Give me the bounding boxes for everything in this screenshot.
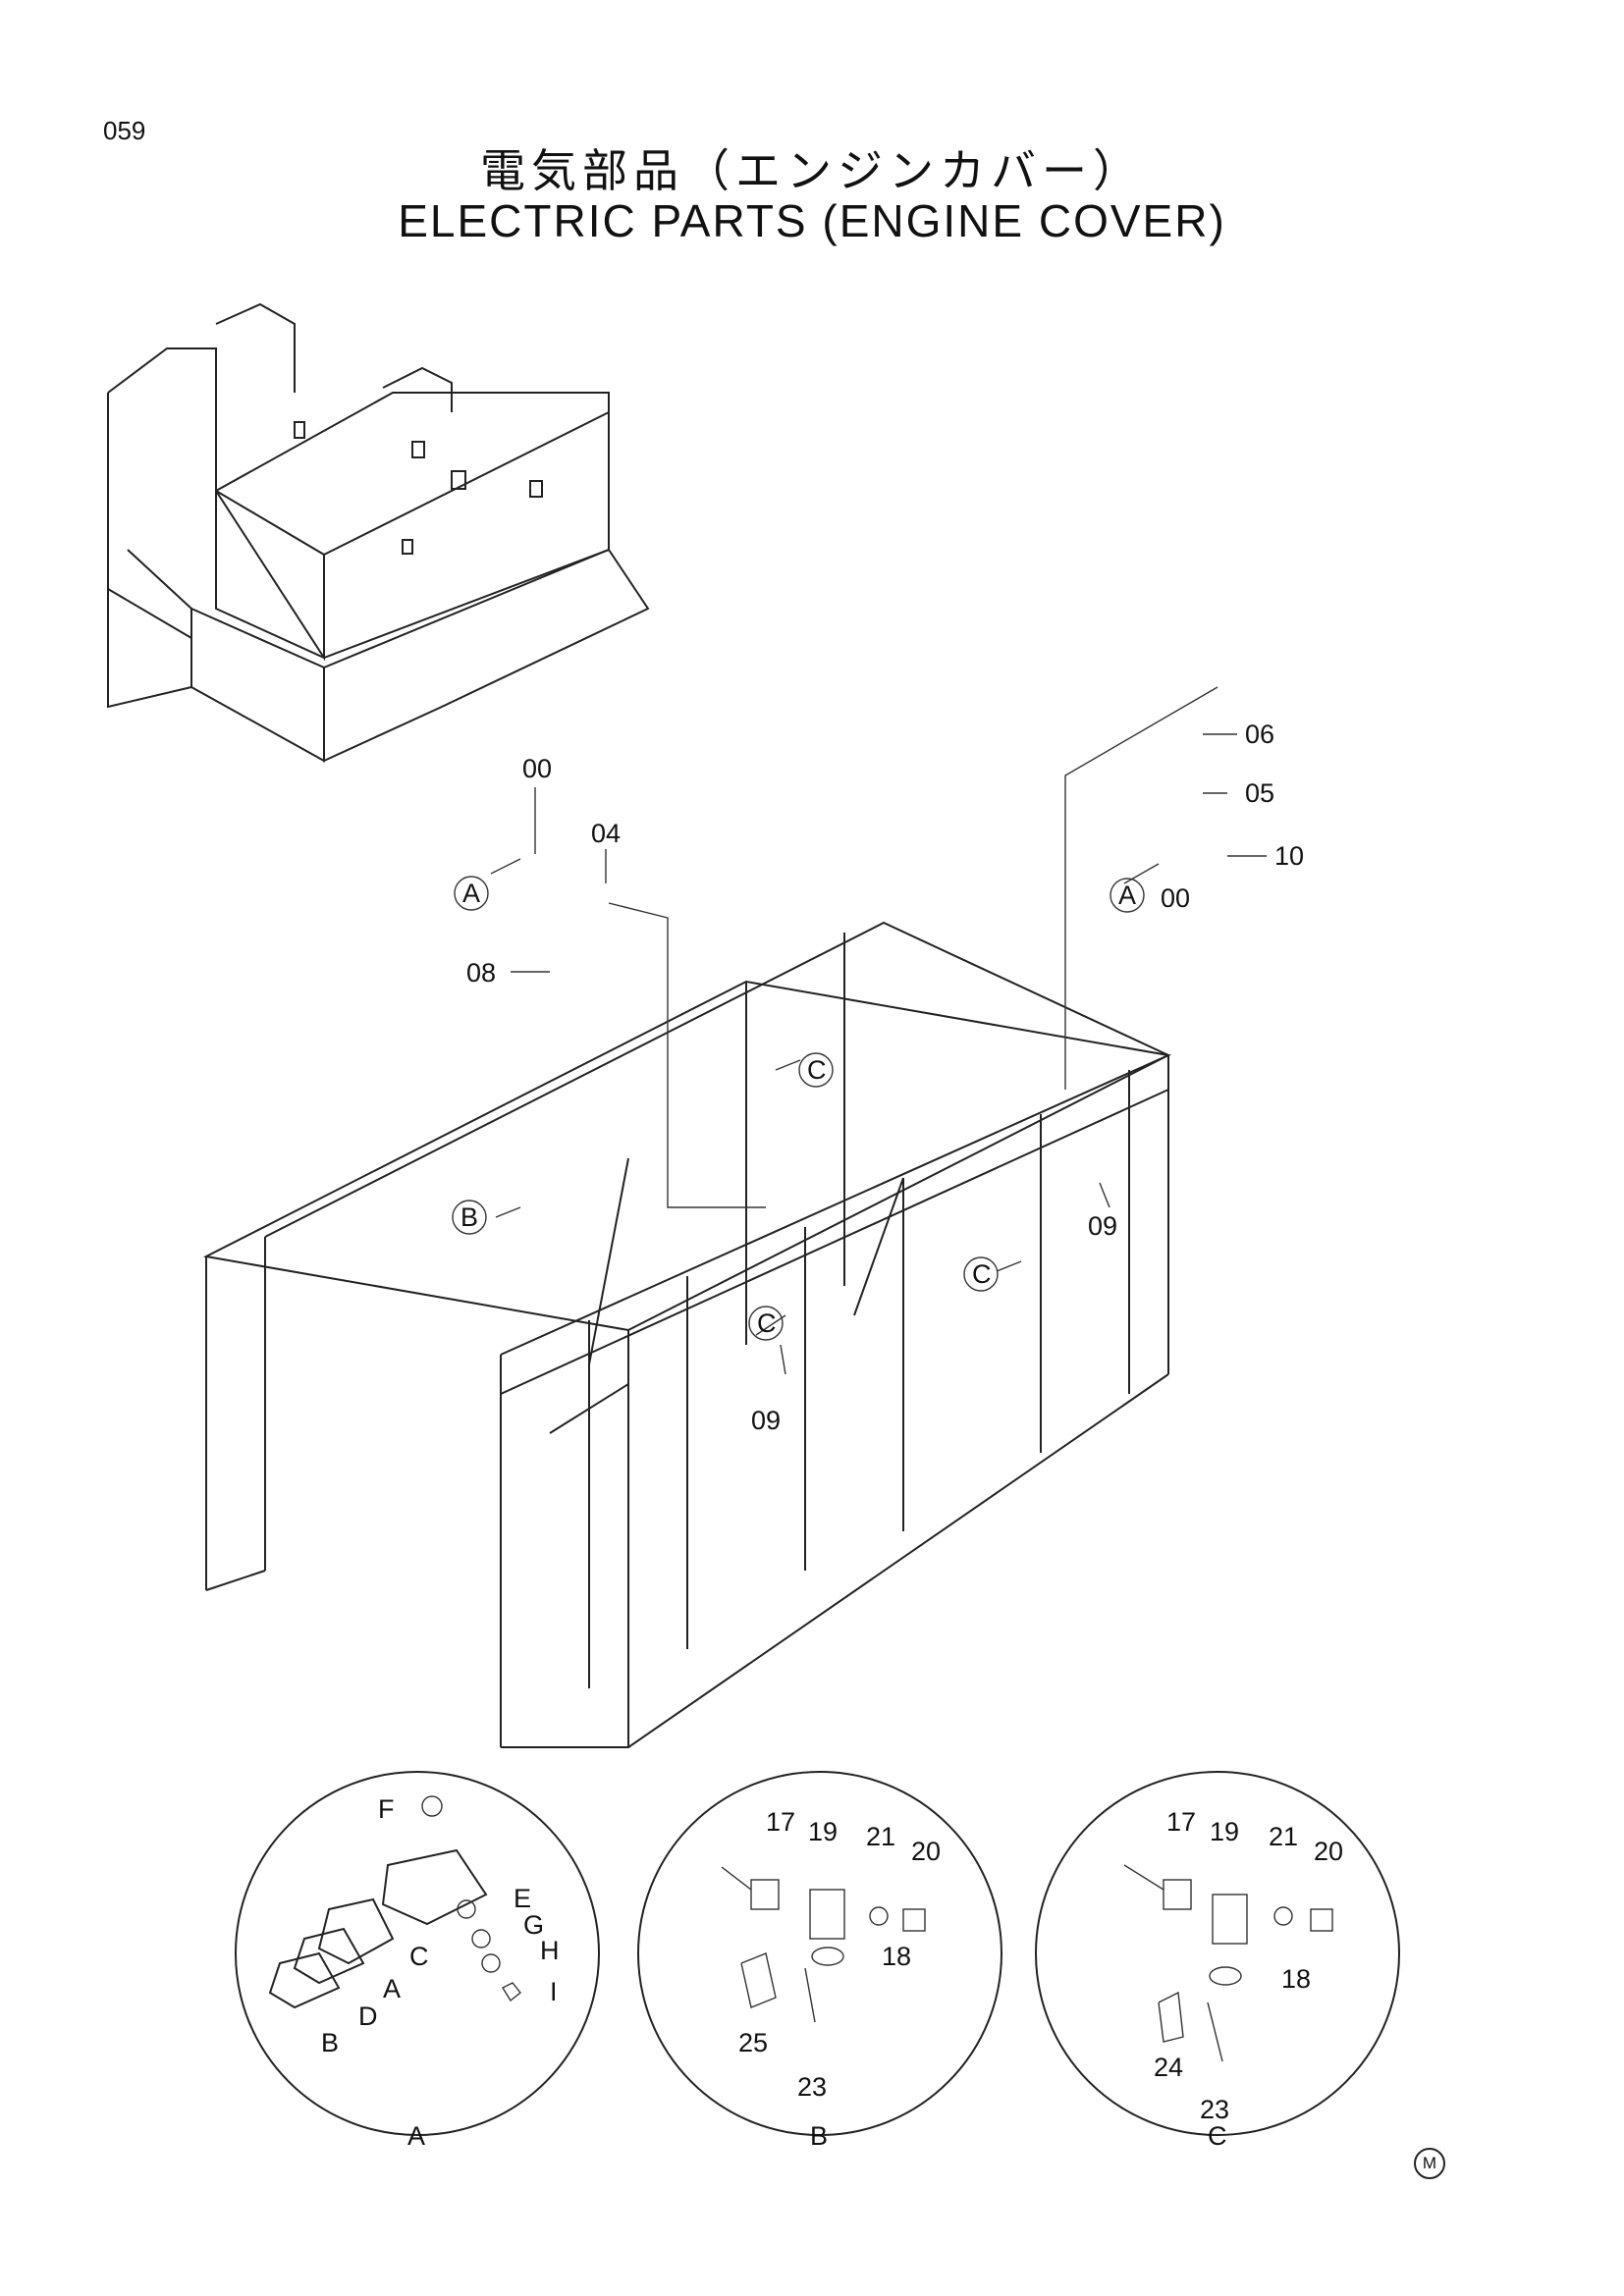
detail-a-label-b: B <box>321 2028 339 2057</box>
engine-cover-frame <box>202 921 1172 1748</box>
detail-b-label-23: 23 <box>797 2072 827 2102</box>
label-part-04: 04 <box>591 819 621 848</box>
label-a-left: A <box>462 879 480 908</box>
detail-b-label-17: 17 <box>766 1807 795 1837</box>
label-part-10: 10 <box>1274 841 1304 871</box>
detail-c-label-20: 20 <box>1314 1837 1343 1866</box>
detail-b: 17 19 21 20 18 25 23 B <box>637 1771 1002 2151</box>
detail-c-label-24: 24 <box>1154 2053 1183 2082</box>
callout-c-upper-circle <box>798 1052 834 1088</box>
callout-a-left-circle <box>454 876 489 911</box>
label-part-06: 06 <box>1245 720 1274 749</box>
callout-lines <box>490 686 1267 1375</box>
label-part-09-mid: 09 <box>751 1406 781 1435</box>
machine-overview <box>107 302 650 763</box>
callout-a-right-circle <box>1110 878 1145 913</box>
detail-c-label-23: 23 <box>1200 2095 1229 2124</box>
detail-c-label-18: 18 <box>1281 1964 1311 1994</box>
label-c-upper: C <box>807 1055 827 1085</box>
detail-a-label-e: E <box>514 1884 531 1913</box>
main-callout-labels: 00 04 08 A 06 05 10 A 00 C B 09 C C 09 <box>452 720 1304 1435</box>
detail-a-label-c: C <box>409 1942 429 1971</box>
page-number: 059 <box>103 116 146 145</box>
detail-a-label-g: G <box>523 1910 544 1940</box>
callout-b-left-circle <box>452 1200 487 1235</box>
detail-a-label-a: A <box>383 1974 401 2003</box>
detail-a-label-f: F <box>378 1794 395 1824</box>
callout-c-mid-circle <box>748 1306 784 1341</box>
label-c-right: C <box>972 1259 992 1289</box>
detail-b-label-25: 25 <box>738 2028 768 2057</box>
detail-b-caption: B <box>810 2121 828 2151</box>
detail-b-label-21: 21 <box>866 1822 895 1851</box>
detail-a-label-h: H <box>540 1936 560 1965</box>
detail-a-caption: A <box>407 2121 425 2151</box>
label-part-05: 05 <box>1245 778 1274 808</box>
detail-c-label-17: 17 <box>1166 1807 1196 1837</box>
detail-a-label-i: I <box>550 1977 558 2006</box>
label-part-00-right: 00 <box>1161 883 1190 913</box>
detail-b-label-18: 18 <box>882 1942 911 1971</box>
label-part-09-right: 09 <box>1088 1211 1117 1241</box>
detail-c-caption: C <box>1208 2121 1227 2151</box>
label-b-left: B <box>460 1202 478 1232</box>
label-part-00-top: 00 <box>522 754 552 783</box>
detail-a: F E G H I C A D B A <box>235 1771 600 2151</box>
detail-c: 17 19 21 20 18 24 23 C <box>1035 1771 1400 2151</box>
callout-c-right-circle <box>963 1256 999 1292</box>
detail-a-label-d: D <box>358 2002 378 2031</box>
page-title-japanese: 電気部品（エンジンカバー） <box>480 144 1144 197</box>
label-part-08: 08 <box>466 958 496 988</box>
detail-c-label-19: 19 <box>1210 1817 1239 1846</box>
manufacturer-mark: M <box>1414 2148 1445 2179</box>
detail-b-label-20: 20 <box>911 1837 941 1866</box>
detail-b-label-19: 19 <box>808 1817 838 1846</box>
detail-c-label-21: 21 <box>1269 1822 1298 1851</box>
label-a-right: A <box>1118 881 1136 910</box>
page-title-english: ELECTRIC PARTS (ENGINE COVER) <box>398 195 1226 246</box>
label-c-mid: C <box>757 1308 777 1338</box>
